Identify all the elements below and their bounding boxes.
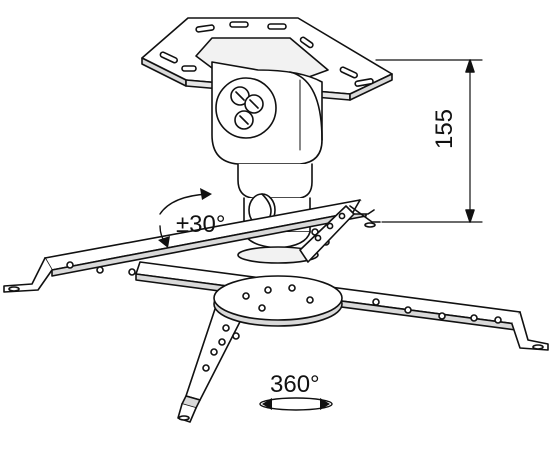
tilt-label: ±30° <box>176 211 225 238</box>
rotation-label: 360° <box>270 371 320 398</box>
tilt-arrow-icon <box>158 188 212 248</box>
rear-arm <box>3 199 381 293</box>
height-label: 155 <box>431 109 458 149</box>
rear-leg <box>299 205 355 263</box>
front-leg <box>177 299 247 423</box>
height-dimension <box>375 59 483 223</box>
tilt-head <box>211 61 323 165</box>
center-disc <box>213 275 343 327</box>
rotation-arrow-icon <box>259 397 333 411</box>
